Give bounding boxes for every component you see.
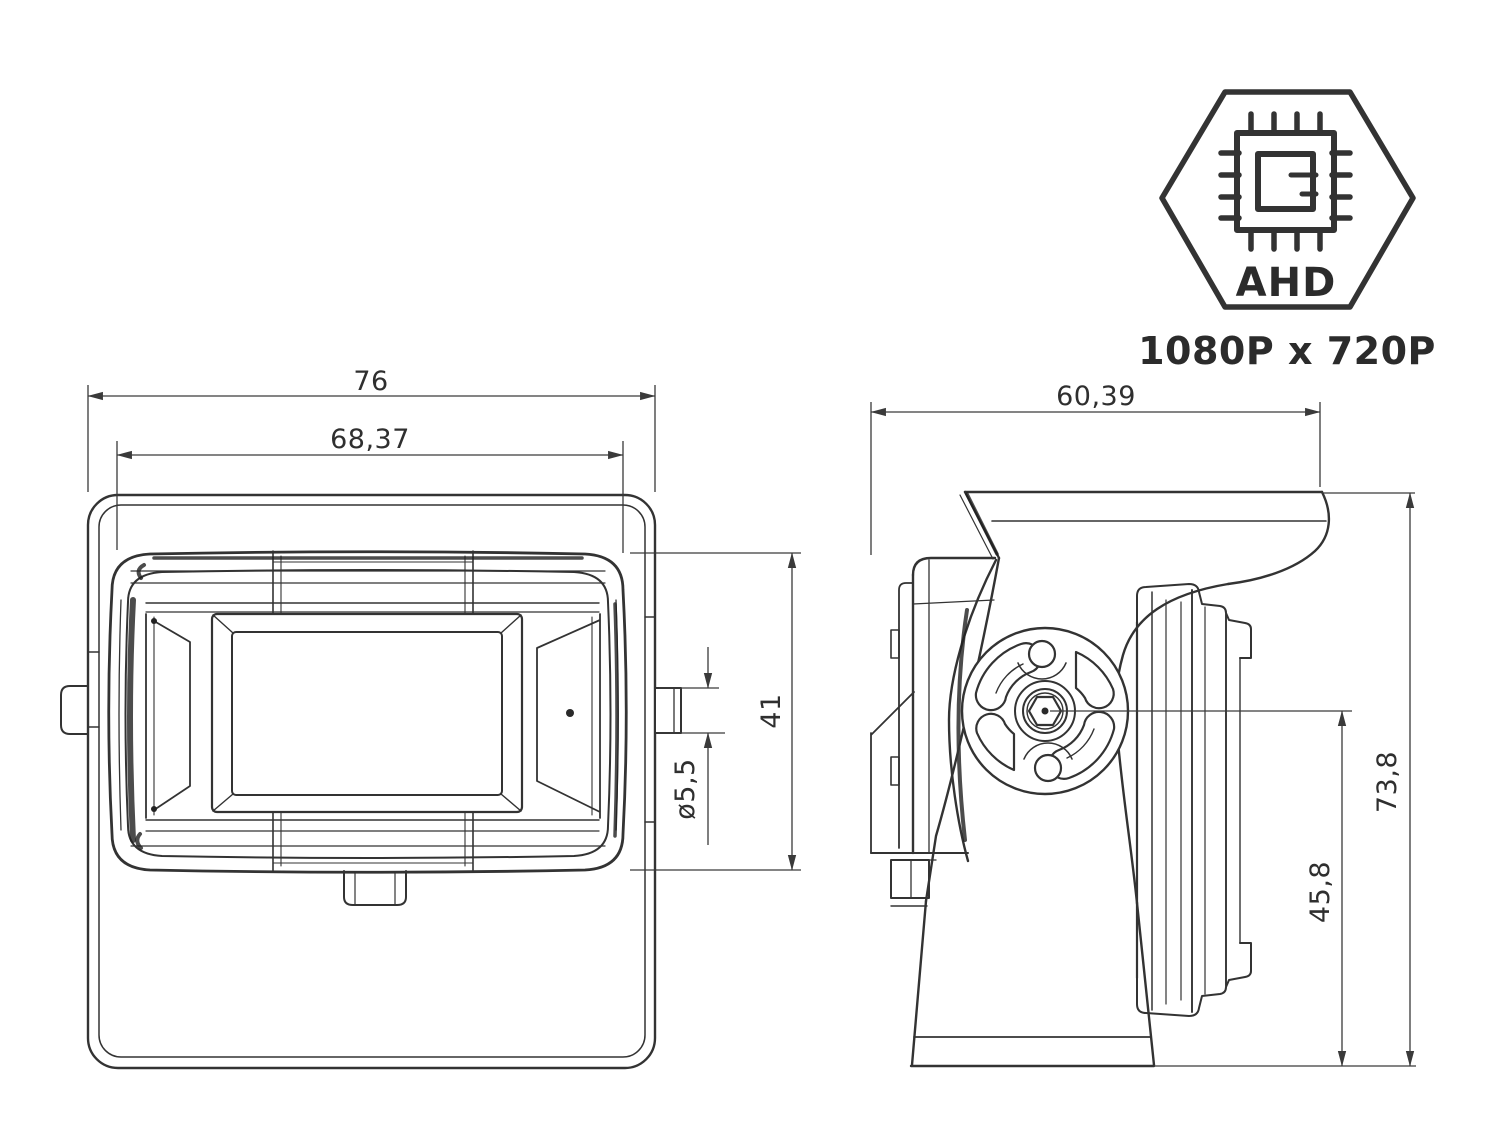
dim-body-width-label: 68,37 bbox=[330, 424, 410, 455]
ahd-label: AHD bbox=[1236, 260, 1337, 306]
side-view: 60,39 73,8 45,8 bbox=[870, 381, 1416, 1068]
visor-edge bbox=[1226, 490, 1331, 586]
bracket-left-tab bbox=[60, 685, 89, 735]
camera-body-outline bbox=[107, 550, 628, 874]
lens-window-inner bbox=[231, 631, 503, 796]
cable-gland bbox=[890, 859, 930, 899]
screw-hole-bottom bbox=[1033, 753, 1063, 783]
ahd-badge: AHD 1080P x 720P bbox=[1138, 89, 1436, 373]
chip-icon bbox=[1218, 111, 1353, 252]
camera-rear-housing bbox=[870, 556, 998, 899]
dim-outer-width-label: 76 bbox=[353, 366, 388, 397]
arm-front-edge bbox=[1114, 582, 1230, 905]
lens-window-outer bbox=[210, 612, 524, 814]
status-led-dot bbox=[566, 709, 574, 717]
slot-bottom-right bbox=[1048, 710, 1116, 780]
screw-hole-top bbox=[1027, 639, 1057, 669]
pivot-joint bbox=[960, 626, 1130, 796]
mount-bracket-front bbox=[60, 493, 682, 1070]
dim-depth-label: 60,39 bbox=[1056, 381, 1136, 412]
slot-top-right bbox=[1074, 650, 1115, 710]
dim-pivot-to-base-label: 45,8 bbox=[1305, 861, 1336, 923]
front-view-dimensions: 76 68,37 41 ø5,5 bbox=[87, 366, 801, 871]
bottom-tab bbox=[343, 870, 407, 906]
dim-body-height-label: 41 bbox=[756, 693, 787, 728]
dim-stud-diameter-label: ø5,5 bbox=[670, 758, 701, 819]
slot-top-left bbox=[974, 642, 1042, 712]
hexagon-outline bbox=[1159, 89, 1416, 310]
resolution-label: 1080P x 720P bbox=[1138, 329, 1436, 373]
side-view-dimensions: 60,39 73,8 45,8 bbox=[870, 381, 1416, 1067]
slot-bottom-left bbox=[975, 712, 1016, 772]
front-view: 76 68,37 41 ø5,5 bbox=[60, 366, 801, 1070]
dim-total-height-label: 73,8 bbox=[1372, 751, 1403, 813]
side-stud bbox=[654, 687, 682, 734]
camera-front-face bbox=[107, 550, 628, 906]
bracket-arm-side bbox=[890, 490, 1331, 1068]
front-retainer-side bbox=[1135, 583, 1252, 1017]
